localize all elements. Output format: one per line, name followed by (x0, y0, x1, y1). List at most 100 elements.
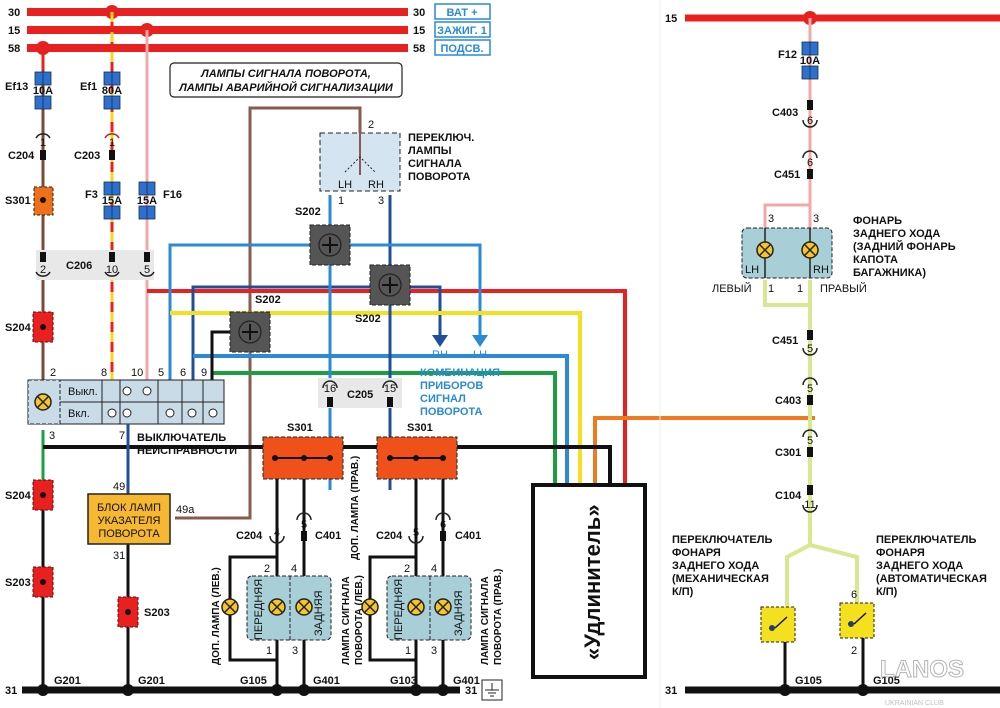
svg-text:К/П): К/П) (672, 586, 694, 598)
svg-text:2: 2 (368, 119, 374, 131)
svg-text:ПРАВЫЙ: ПРАВЫЙ (820, 282, 867, 295)
svg-text:ПОВОРОТА (ЛЕВ.): ПОВОРОТА (ЛЕВ.) (354, 575, 365, 665)
svg-text:6: 6 (180, 367, 186, 379)
splice-s203-left: S203 (5, 566, 54, 598)
svg-text:1: 1 (109, 137, 115, 149)
turn-signal-switch: LH RH 2 1 3 ПЕРЕКЛЮЧ. ЛАМПЫ СИГНАЛА ПОВО… (319, 119, 474, 207)
connector-c301: 5 C301 (775, 429, 818, 459)
svg-text:3: 3 (292, 645, 298, 657)
svg-text:15: 15 (665, 13, 677, 25)
svg-text:2: 2 (851, 645, 857, 657)
connector-c204-lamp-right: 5 C204 (376, 527, 424, 544)
svg-text:C205: C205 (347, 389, 373, 401)
svg-text:ПОВОРОТА: ПОВОРОТА (98, 528, 160, 540)
svg-text:ЗАДНЕГО ХОДА: ЗАДНЕГО ХОДА (853, 228, 940, 240)
cluster-label: КОМБИНАЦИЯ ПРИБОРОВ СИГНАЛ ПОВОРОТА (420, 367, 500, 418)
svg-text:8: 8 (101, 367, 107, 379)
svg-text:1: 1 (40, 137, 46, 149)
svg-text:G103: G103 (390, 675, 417, 687)
lamp-housing-right: ПЕРЕДНЯЯ ЗАДНЯЯ 2 4 1 3 ДОП. ЛАМПА (ПРАВ… (350, 456, 504, 665)
extender-module: «Удлинитель» (531, 483, 647, 679)
svg-text:ЗАДНЕГО ХОДА: ЗАДНЕГО ХОДА (672, 560, 759, 572)
svg-text:ПЕРЕДНЯЯ: ПЕРЕДНЯЯ (253, 579, 265, 640)
svg-text:(АВТОМАТИЧЕСКАЯ: (АВТОМАТИЧЕСКАЯ (876, 573, 987, 585)
svg-text:4: 4 (431, 563, 437, 575)
svg-text:31: 31 (113, 550, 125, 562)
svg-text:C206: C206 (66, 260, 92, 272)
svg-text:ДОП. ЛАМПА (ПРАВ.): ДОП. ЛАМПА (ПРАВ.) (350, 456, 361, 560)
fuse-ef13: Ef13 10A (5, 71, 53, 110)
svg-text:ПЕРЕКЛЮЧ.: ПЕРЕКЛЮЧ. (408, 132, 474, 144)
svg-text:3: 3 (768, 213, 774, 225)
svg-text:(ЗАДНИЙ ФОНАРЬ: (ЗАДНИЙ ФОНАРЬ (853, 240, 956, 253)
svg-text:ЗАДНЯЯ: ЗАДНЯЯ (453, 590, 465, 636)
svg-text:ЛАМПЫ СИГНАЛА ПОВОРОТА,: ЛАМПЫ СИГНАЛА ПОВОРОТА, (200, 68, 371, 80)
svg-text:(МЕХАНИЧЕСКАЯ: (МЕХАНИЧЕСКАЯ (672, 573, 769, 585)
svg-text:C401: C401 (455, 530, 481, 542)
svg-text:58: 58 (8, 43, 20, 55)
svg-text:49: 49 (113, 481, 125, 493)
svg-text:Вкл.: Вкл. (68, 408, 90, 420)
connector-c401-lamp-left: 5 C401 (296, 512, 341, 542)
svg-text:G401: G401 (313, 675, 340, 687)
svg-text:S202: S202 (355, 313, 381, 325)
svg-text:Ef1: Ef1 (80, 81, 97, 93)
svg-text:LANOS: LANOS (880, 656, 964, 683)
svg-text:СИГНАЛА: СИГНАЛА (408, 158, 462, 170)
svg-text:C403: C403 (775, 395, 801, 407)
svg-text:S301: S301 (287, 422, 313, 434)
splice-s204-lower: S204 (5, 479, 54, 511)
svg-text:31: 31 (5, 685, 17, 697)
svg-text:2: 2 (40, 264, 46, 276)
svg-text:31: 31 (465, 685, 477, 697)
connector-c403-bottom: 5 C403 (775, 377, 818, 407)
svg-text:Выкл.: Выкл. (68, 386, 98, 398)
svg-text:G201: G201 (54, 675, 81, 687)
svg-text:ЗАДНЯЯ: ЗАДНЯЯ (313, 590, 325, 636)
svg-text:G201: G201 (138, 675, 165, 687)
splice-s301-left-lamp: S301 (262, 422, 344, 480)
svg-text:КАПОТА: КАПОТА (853, 254, 898, 266)
svg-text:RH: RH (432, 349, 448, 361)
svg-text:7: 7 (119, 430, 125, 442)
svg-text:2: 2 (264, 563, 270, 575)
svg-text:LH: LH (745, 264, 759, 276)
svg-text:ПЕРЕКЛЮЧАТЕЛЬ: ПЕРЕКЛЮЧАТЕЛЬ (876, 534, 976, 546)
splice-s203-mid: S203 (117, 596, 170, 628)
svg-text:10A: 10A (33, 85, 53, 97)
svg-text:ЛАМПЫ: ЛАМПЫ (408, 145, 452, 157)
svg-text:ЗАДНЕГО ХОДА: ЗАДНЕГО ХОДА (876, 560, 963, 572)
svg-text:1: 1 (338, 195, 344, 207)
svg-text:15: 15 (413, 25, 425, 37)
svg-text:S202: S202 (295, 206, 321, 218)
svg-text:БАГАЖНИКА): БАГАЖНИКА) (853, 267, 926, 279)
svg-text:НЕИСПРАВНОСТИ: НЕИСПРАВНОСТИ (137, 445, 237, 457)
diagram-title: ЛАМПЫ СИГНАЛА ПОВОРОТА, ЛАМПЫ АВАРИЙНОЙ … (169, 62, 403, 98)
svg-text:C204: C204 (236, 530, 263, 542)
svg-text:5: 5 (158, 367, 164, 379)
svg-text:30: 30 (413, 7, 425, 19)
svg-text:58: 58 (413, 43, 425, 55)
svg-text:UKRAINIAN CLUB: UKRAINIAN CLUB (885, 700, 944, 707)
svg-text:ПЕРЕДНЯЯ: ПЕРЕДНЯЯ (393, 579, 405, 640)
svg-text:15: 15 (8, 25, 20, 37)
svg-text:ВЫКЛЮЧАТЕЛЬ: ВЫКЛЮЧАТЕЛЬ (137, 432, 226, 444)
svg-text:RH: RH (813, 264, 829, 276)
connector-c401-lamp-right: 6 C401 (435, 512, 481, 542)
svg-text:ЛЕВЫЙ: ЛЕВЫЙ (712, 282, 752, 295)
svg-text:ПОДСВ.: ПОДСВ. (440, 43, 483, 55)
svg-text:G401: G401 (453, 675, 480, 687)
svg-text:ДОП. ЛАМПА (ЛЕВ.): ДОП. ЛАМПА (ЛЕВ.) (211, 567, 222, 665)
svg-text:5: 5 (807, 435, 813, 447)
svg-text:ВАТ +: ВАТ + (447, 7, 478, 19)
hazard-switch: Выкл. Вкл. 2 8 10 5 6 9 3 7 ВЫКЛЮЧАТЕЛЬ … (27, 367, 237, 457)
svg-text:ЛАМПА СИГНАЛА: ЛАМПА СИГНАЛА (480, 576, 491, 665)
svg-text:3: 3 (813, 213, 819, 225)
svg-text:S204: S204 (5, 322, 32, 334)
svg-text:G105: G105 (873, 675, 900, 687)
svg-text:16: 16 (324, 383, 336, 395)
reverse-switch-auto: 6 2 ПЕРЕКЛЮЧАТЕЛЬ ФОНАРЯ ЗАДНЕГО ХОДА (А… (839, 534, 987, 657)
svg-text:C403: C403 (772, 107, 798, 119)
svg-text:ПОВОРОТА: ПОВОРОТА (420, 406, 482, 418)
